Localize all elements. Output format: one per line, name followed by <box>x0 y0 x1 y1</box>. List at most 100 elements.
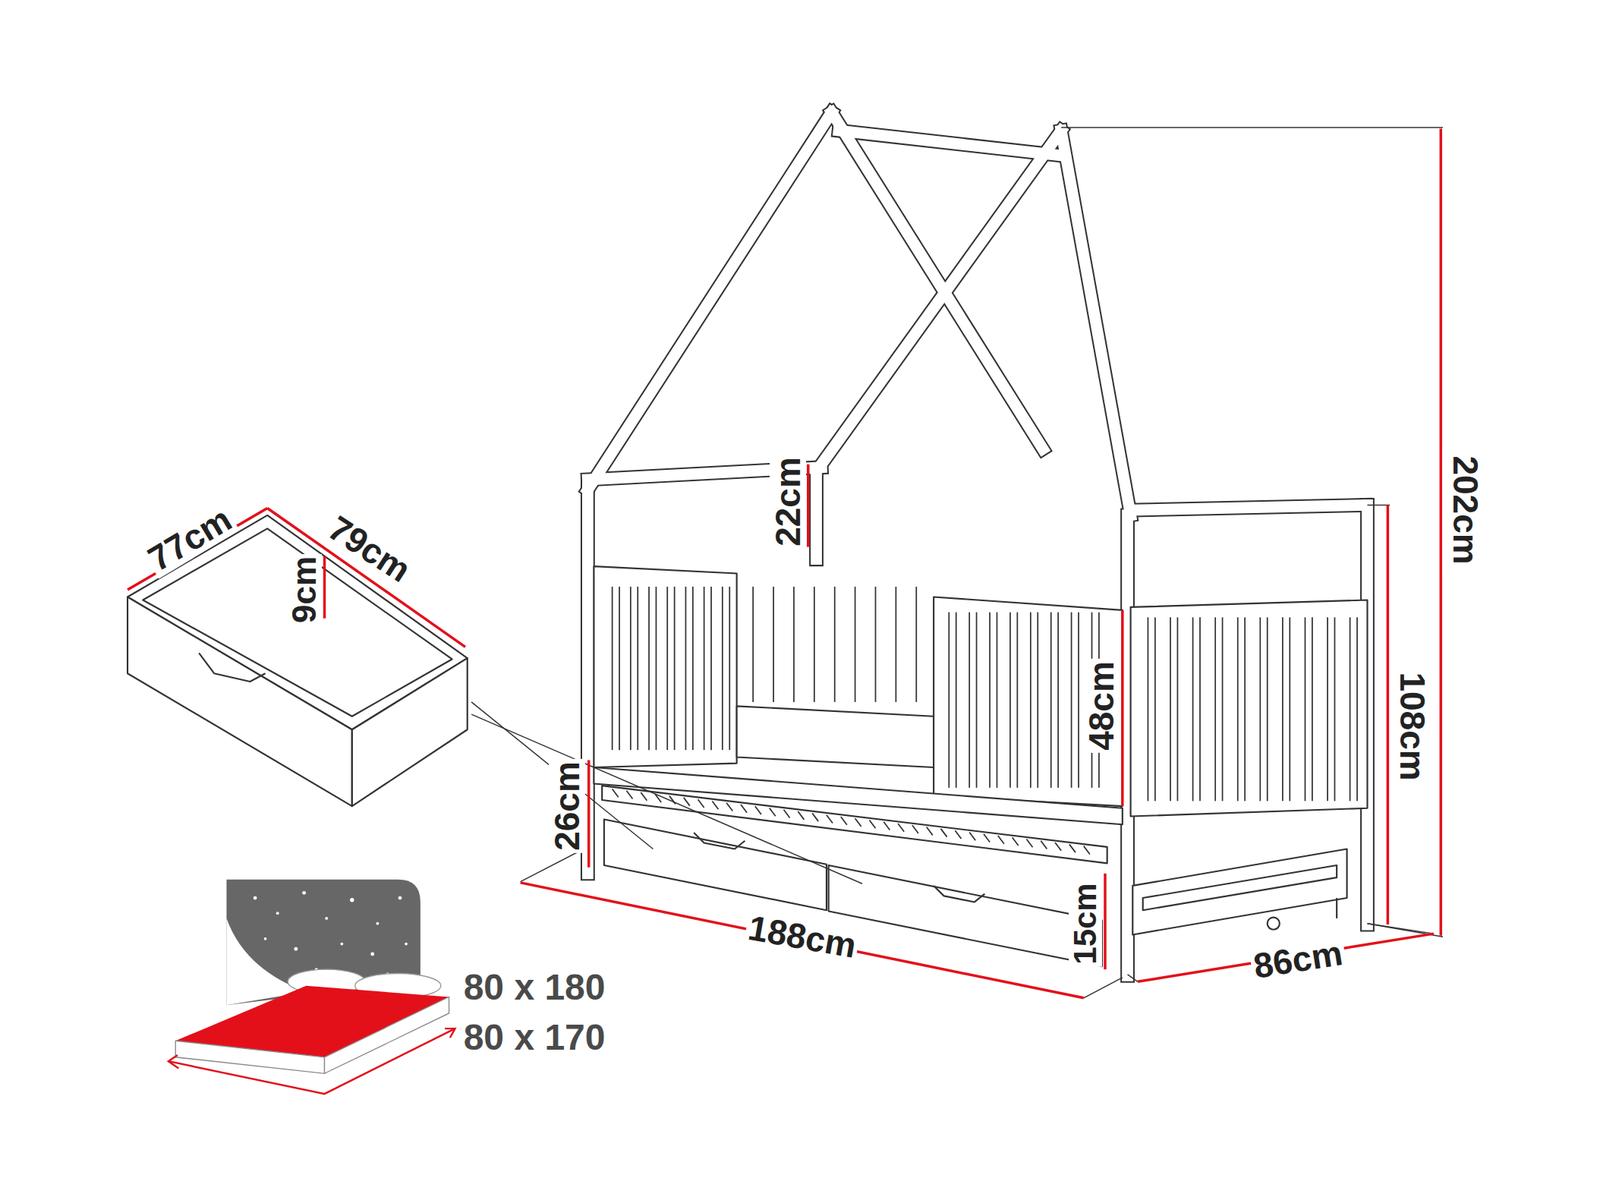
slat <box>1040 840 1047 850</box>
slat <box>1055 842 1062 851</box>
slat <box>740 804 747 813</box>
dimension-label: 15cm <box>1068 880 1103 967</box>
drawer <box>604 819 827 911</box>
dimension-line <box>1103 873 1106 970</box>
slat <box>1083 846 1090 855</box>
frame-beam-fill <box>587 112 832 490</box>
dimension-line <box>806 464 810 548</box>
slat <box>711 800 719 810</box>
slat <box>883 822 890 831</box>
slat <box>1016 612 1018 788</box>
extension-line <box>1366 923 1434 934</box>
slat <box>674 586 676 750</box>
slat <box>1147 617 1150 801</box>
slat <box>721 586 724 750</box>
slat <box>996 612 999 788</box>
slat <box>1177 617 1179 801</box>
slat <box>988 612 991 788</box>
drawer-side <box>352 658 468 807</box>
extension-lines <box>352 127 1443 999</box>
slat <box>692 586 694 750</box>
dimension-label: 202cm <box>1447 453 1484 567</box>
slat <box>612 788 619 797</box>
mattress-size: 80 x 170 <box>461 1018 608 1057</box>
leader-lines <box>471 702 863 884</box>
trundle-end <box>1143 865 1337 911</box>
slat <box>726 803 733 812</box>
dimension-line <box>587 760 590 868</box>
extension-line <box>520 849 584 882</box>
dimension-label: 188cm <box>743 909 861 965</box>
slat <box>983 834 990 843</box>
mattress-edge <box>737 705 934 768</box>
slat <box>636 586 639 750</box>
slat <box>948 612 950 788</box>
slat <box>640 792 647 801</box>
slat <box>968 612 971 788</box>
dimension-label: 86cm <box>1248 933 1348 985</box>
frame-beam <box>587 112 832 490</box>
slat <box>1070 612 1073 788</box>
mattress-side <box>175 1040 325 1074</box>
slats <box>612 586 1358 854</box>
slat <box>1281 617 1284 801</box>
frame-beam <box>1061 130 1131 516</box>
slat <box>1069 844 1076 853</box>
slat <box>855 818 862 827</box>
slat <box>1199 617 1201 801</box>
frame-beam <box>838 130 1058 155</box>
slat <box>1304 617 1307 801</box>
guard-panel <box>933 596 1123 807</box>
extension-line <box>351 729 353 807</box>
frame-beam-fill <box>1061 130 1131 516</box>
dimension-line <box>1439 128 1443 936</box>
slat <box>1259 617 1261 801</box>
drawer-handle <box>933 885 985 903</box>
slat <box>1326 617 1329 801</box>
slat <box>826 815 833 824</box>
slat <box>783 809 790 819</box>
slat <box>1026 839 1033 848</box>
stars <box>243 891 408 977</box>
slat <box>894 586 897 703</box>
slat <box>1169 617 1172 801</box>
slat <box>698 799 705 808</box>
slat <box>797 811 804 820</box>
slat <box>1214 617 1216 801</box>
slat <box>1237 617 1239 801</box>
frame-beam-fill <box>1130 504 1366 511</box>
slat <box>840 816 848 826</box>
slat <box>755 806 762 815</box>
slat <box>976 612 978 788</box>
dimension-lines <box>127 128 1441 998</box>
wheel <box>1267 917 1280 930</box>
drawer <box>828 865 1103 967</box>
slat <box>912 825 919 834</box>
slat <box>611 586 614 750</box>
frame-beam <box>809 469 824 559</box>
drawer-handle <box>693 832 745 850</box>
slat <box>648 586 650 750</box>
extension-line <box>1061 126 1443 128</box>
slat <box>998 835 1005 845</box>
slat <box>1222 617 1224 801</box>
slat <box>1192 617 1194 801</box>
slat <box>1012 837 1019 846</box>
dimension-line <box>1121 610 1124 807</box>
dimension-label: 22cm <box>769 455 807 550</box>
trundle-end <box>1132 849 1347 936</box>
slat <box>1356 617 1358 801</box>
slat <box>915 586 917 703</box>
dimension-label: 108cm <box>1394 670 1431 784</box>
slat <box>683 797 690 807</box>
slat <box>954 830 961 839</box>
slat <box>955 612 958 788</box>
leader-line <box>471 714 863 884</box>
drawer-handle <box>198 652 265 682</box>
slat <box>926 827 933 836</box>
mattress-size: 80 x 180 <box>461 968 608 1007</box>
slat <box>1288 617 1291 801</box>
slat <box>1077 612 1080 788</box>
